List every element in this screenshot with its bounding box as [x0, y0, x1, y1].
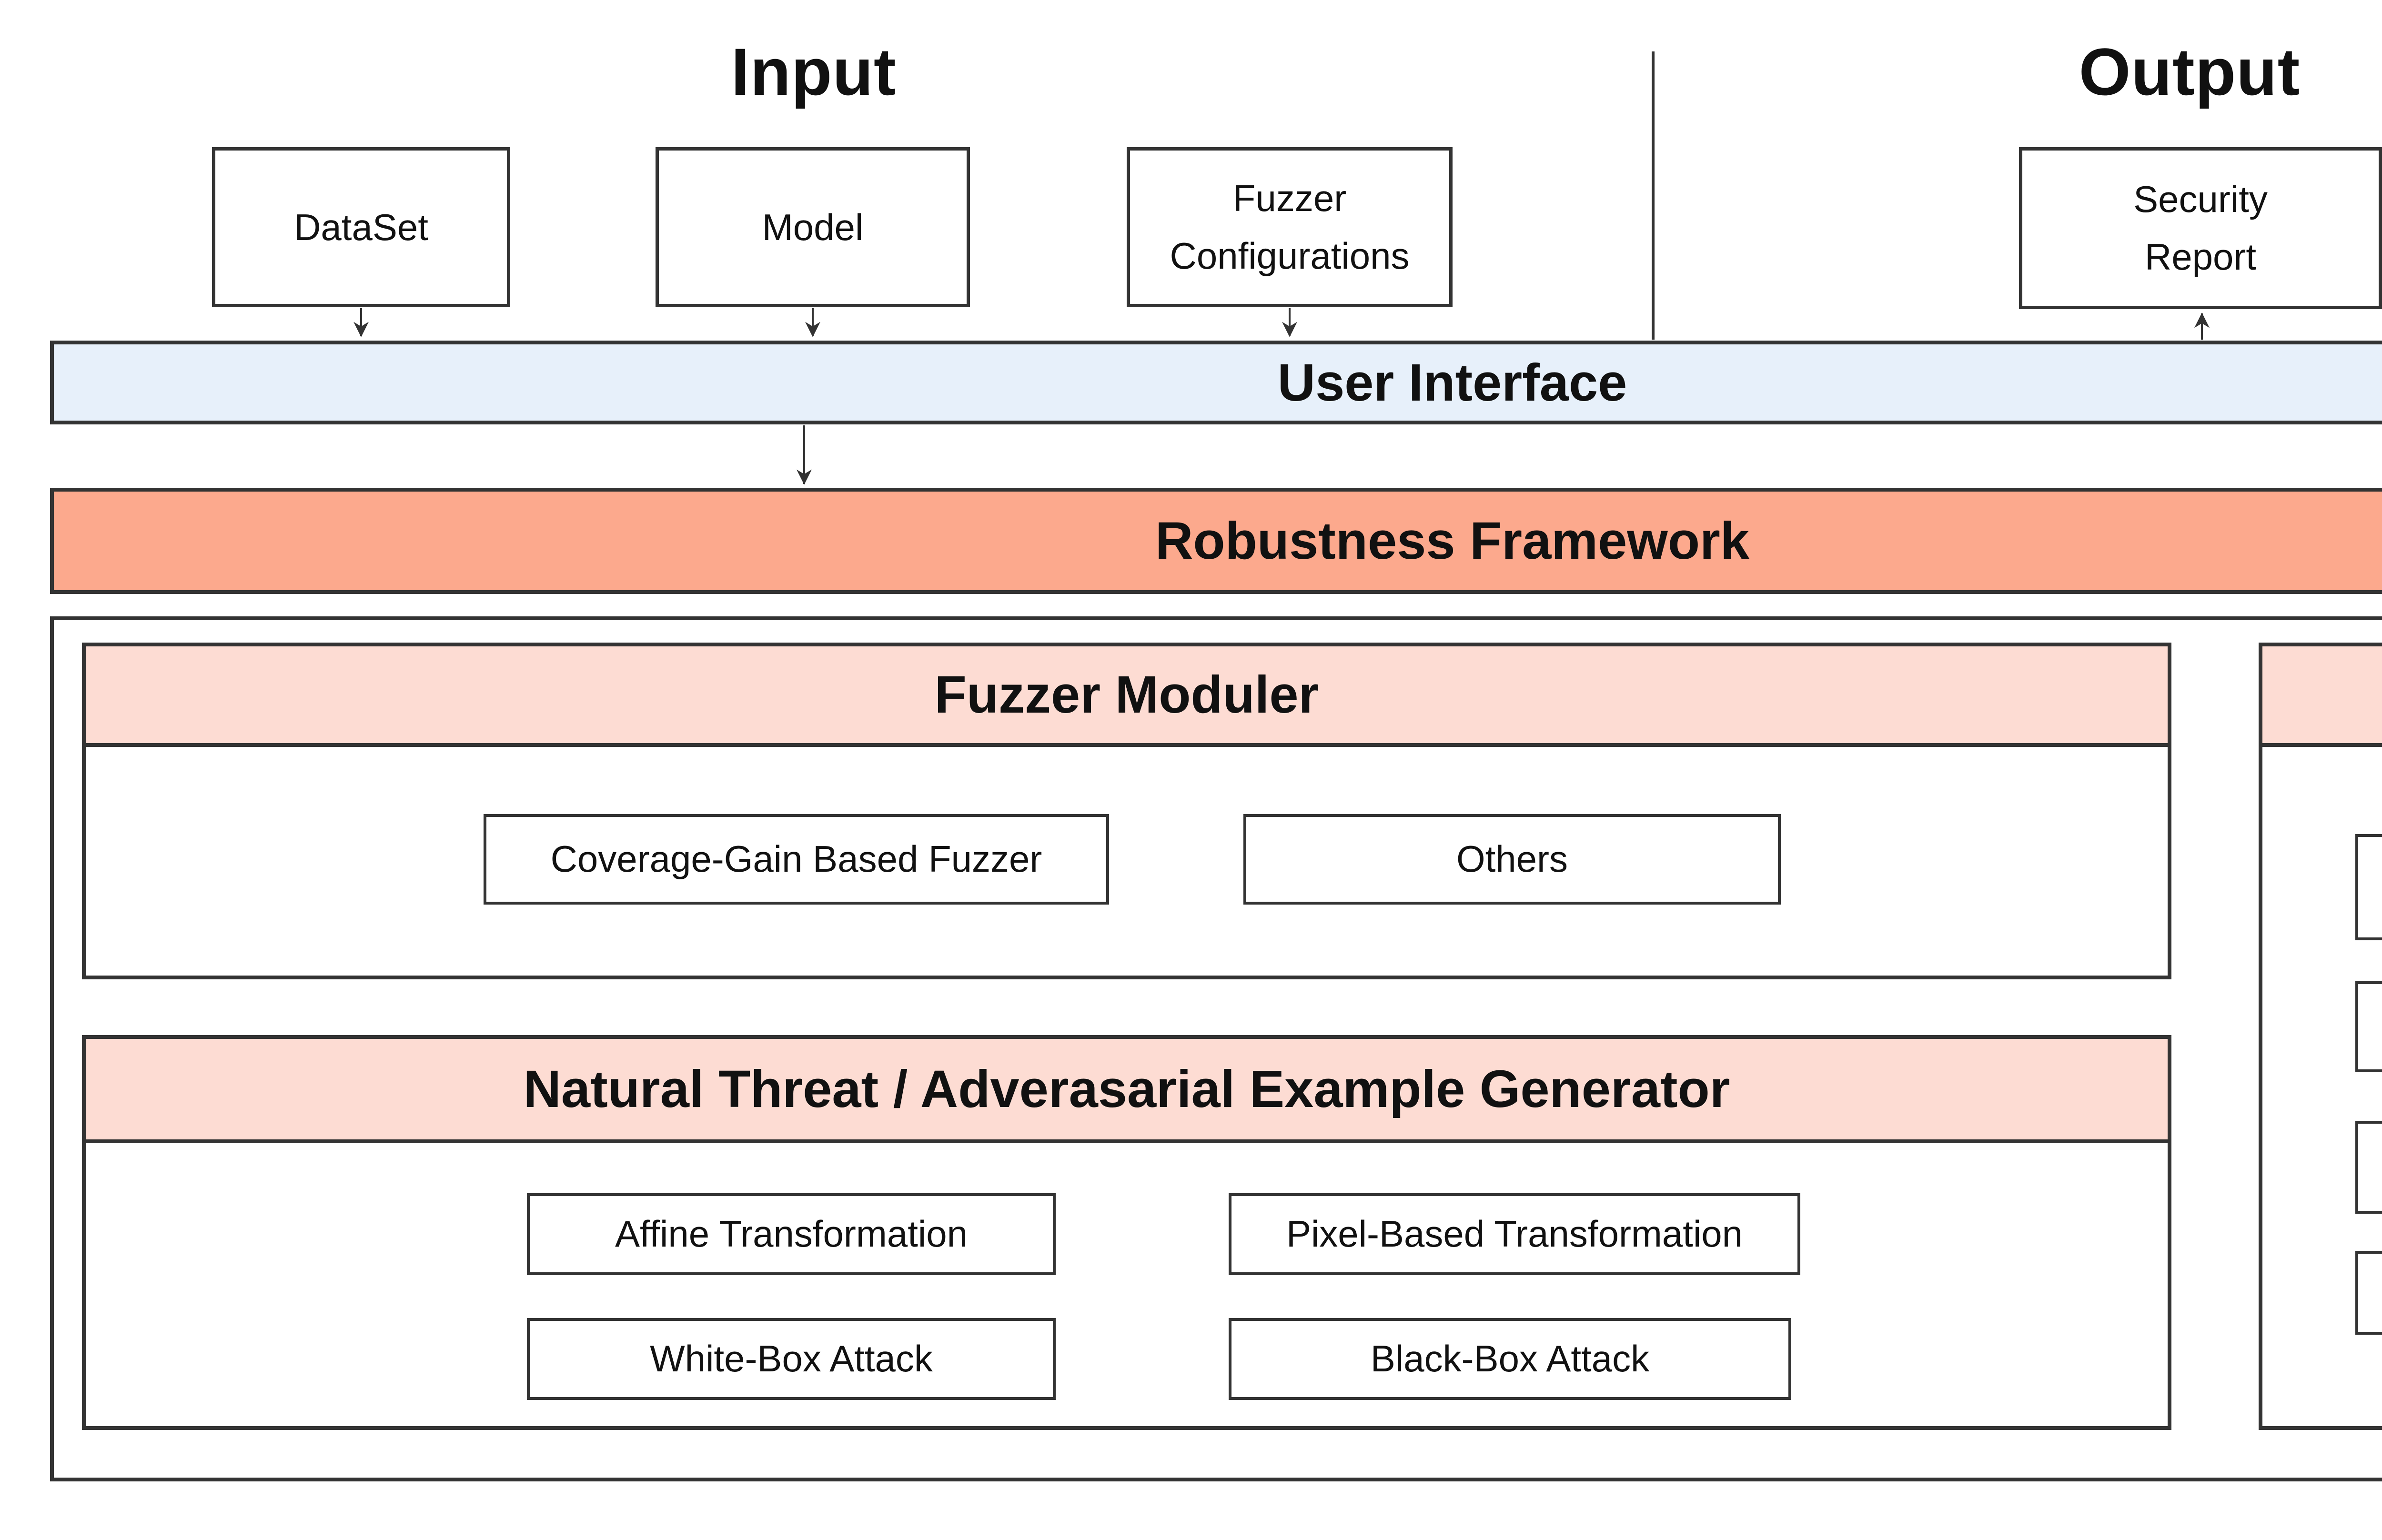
example-generator-section: Natural Threat / Adverasarial Example Ge…: [82, 1035, 2171, 1430]
black-box-attack-label: Black-Box Attack: [1370, 1338, 1650, 1380]
user-interface-label: User Interface: [1277, 353, 1627, 412]
user-interface-bar: User Interface: [50, 341, 2382, 424]
robustness-framework-label: Robustness Framework: [1155, 512, 1749, 570]
dataset-box: DataSet: [212, 147, 510, 307]
black-box-attack-box: Black-Box Attack: [1229, 1318, 1791, 1400]
example-generator-header: Natural Threat / Adverasarial Example Ge…: [86, 1039, 2168, 1143]
model-label: Model: [762, 206, 864, 248]
example-generator-title: Natural Threat / Adverasarial Example Ge…: [523, 1060, 1730, 1118]
input-heading: Input: [731, 34, 897, 109]
model-box: Model: [656, 147, 970, 307]
fuzzer-configurations-label: Fuzzer Configurations: [1170, 177, 1410, 277]
attack-utility-box: Attack Utility: [2355, 1121, 2382, 1214]
evaluation-header: Evaluation: [2262, 646, 2382, 747]
fuzzer-moduler-header: Fuzzer Moduler: [86, 646, 2168, 747]
evaluation-others-box: Others: [2355, 1251, 2382, 1335]
pixel-based-transformation-box: Pixel-Based Transformation: [1229, 1193, 1800, 1275]
classification-utility-box: Classification Utility: [2355, 834, 2382, 940]
pixel-based-transformation-label: Pixel-Based Transformation: [1286, 1213, 1743, 1255]
fuzzer-moduler-title: Fuzzer Moduler: [934, 665, 1319, 724]
white-box-attack-label: White-Box Attack: [650, 1338, 933, 1380]
affine-transformation-label: Affine Transformation: [615, 1213, 968, 1255]
robustness-framework-bar: Robustness Framework: [50, 488, 2382, 594]
fuzzer-moduler-others-label: Others: [1456, 838, 1568, 880]
coverage-utility-box: Coverage Utility: [2355, 981, 2382, 1072]
security-report-box: Security Report: [2019, 147, 2382, 309]
dataset-label: DataSet: [294, 206, 428, 248]
affine-transformation-box: Affine Transformation: [527, 1193, 1056, 1275]
fuzzer-configurations-box: Fuzzer Configurations: [1127, 147, 1453, 307]
security-report-label: Security Report: [2133, 178, 2268, 278]
fuzzer-moduler-section: Fuzzer Moduler: [82, 643, 2171, 979]
output-heading: Output: [2079, 34, 2301, 109]
fuzzer-moduler-others-box: Others: [1243, 814, 1781, 905]
coverage-gain-based-fuzzer-label: Coverage-Gain Based Fuzzer: [550, 838, 1042, 880]
coverage-gain-based-fuzzer-box: Coverage-Gain Based Fuzzer: [484, 814, 1109, 905]
white-box-attack-box: White-Box Attack: [527, 1318, 1056, 1400]
